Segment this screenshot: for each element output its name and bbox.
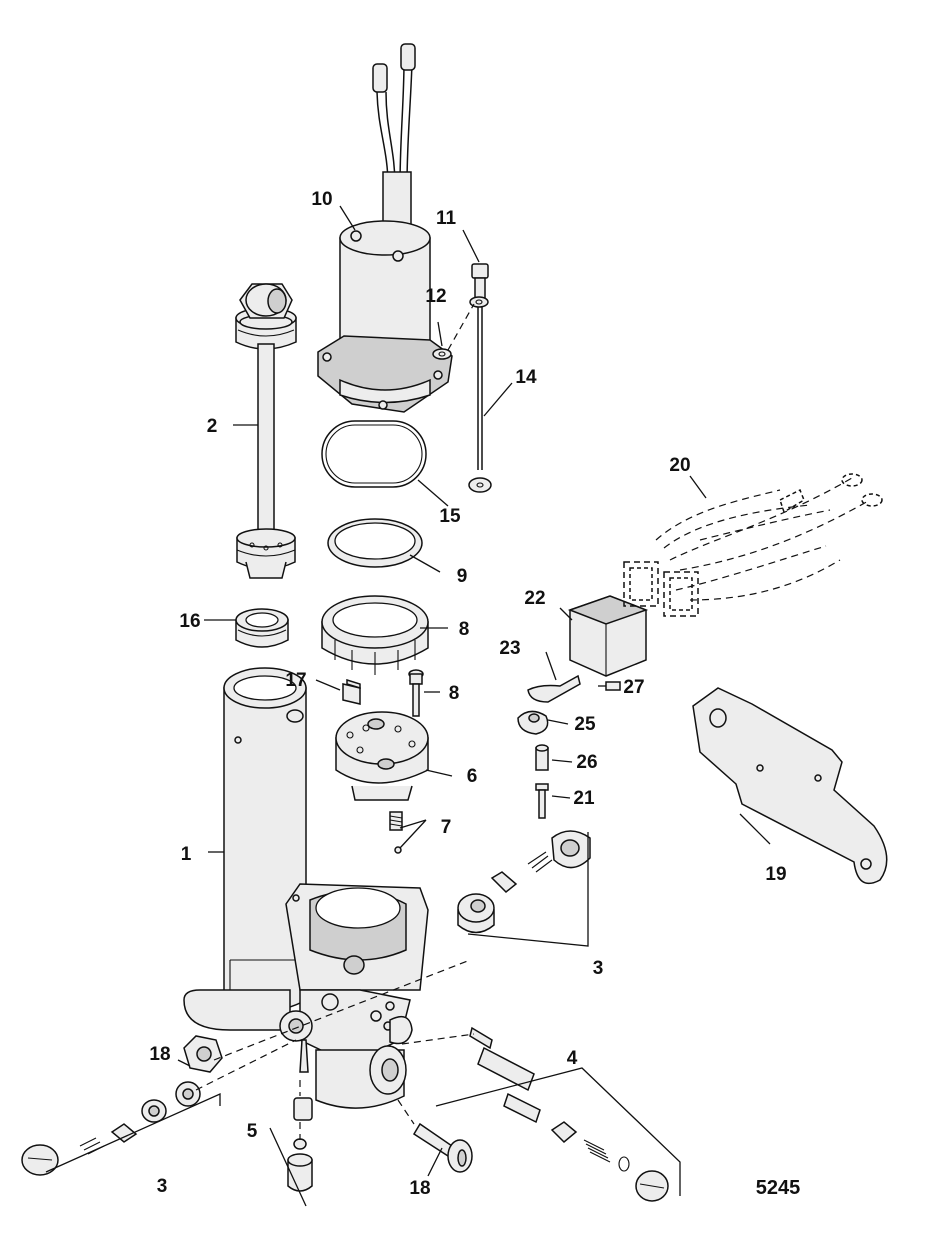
callout-21: 20 [669, 455, 690, 476]
part-screw-washer-ground-strap [432, 263, 492, 493]
part-plug-19 [183, 1035, 223, 1073]
callout-8: 8 [449, 683, 460, 704]
callout-24: 23 [499, 638, 520, 659]
part-bracket-20 [692, 687, 888, 885]
callout-3-right: 3 [593, 958, 604, 979]
callout-12: 11 [436, 208, 457, 229]
part-seal-ring-10 [327, 518, 423, 568]
callout-7: 7 [441, 817, 452, 838]
part-valve-set-3-right [457, 830, 591, 934]
callout-6: 6 [467, 766, 478, 787]
callout-22: 21 [573, 788, 595, 809]
callout-17: 16 [179, 611, 200, 632]
part-main-housing [183, 667, 429, 1109]
callout-27: 27 [623, 677, 644, 698]
callout-4: 4 [567, 1048, 578, 1069]
leader-lines [45, 205, 771, 1207]
part-manifold-nut-9 [321, 595, 429, 675]
callout-9: 8 [459, 619, 470, 640]
callout-10: 9 [457, 566, 468, 587]
callout-13: 12 [425, 286, 446, 307]
diagram-reference-number: 5245 [756, 1177, 801, 1199]
part-o-ring-15 [321, 420, 427, 488]
callout-1: 1 [181, 844, 192, 865]
part-trim-ram [235, 283, 297, 579]
callout-labels: 10 11 12 2 14 15 9 20 16 8 22 23 17 8 27… [149, 189, 800, 1199]
part-motor [317, 43, 453, 413]
callout-3-left: 3 [157, 1176, 168, 1197]
part-valve-cluster [335, 669, 429, 854]
callout-19: 18 [149, 1044, 170, 1065]
part-valve-set-3-left [21, 1081, 201, 1176]
part-harness-21 [623, 473, 883, 617]
callout-26: 26 [576, 752, 597, 773]
callout-23: 22 [524, 588, 545, 609]
callout-20: 19 [765, 864, 786, 885]
callout-16: 17 [285, 670, 306, 691]
callout-5: 5 [247, 1121, 258, 1142]
part-valve-18 [412, 1122, 473, 1173]
callout-15: 15 [439, 506, 461, 527]
callout-2: 2 [207, 416, 218, 437]
callout-25: 25 [574, 714, 596, 735]
callout-14: 14 [515, 367, 537, 388]
callout-11: 10 [311, 189, 332, 210]
part-seal-17 [235, 608, 289, 648]
callout-18: 18 [409, 1178, 430, 1199]
part-valve-set-5 [287, 1039, 313, 1192]
part-relay-cluster [517, 595, 649, 819]
part-valve-set-4 [469, 1026, 669, 1202]
